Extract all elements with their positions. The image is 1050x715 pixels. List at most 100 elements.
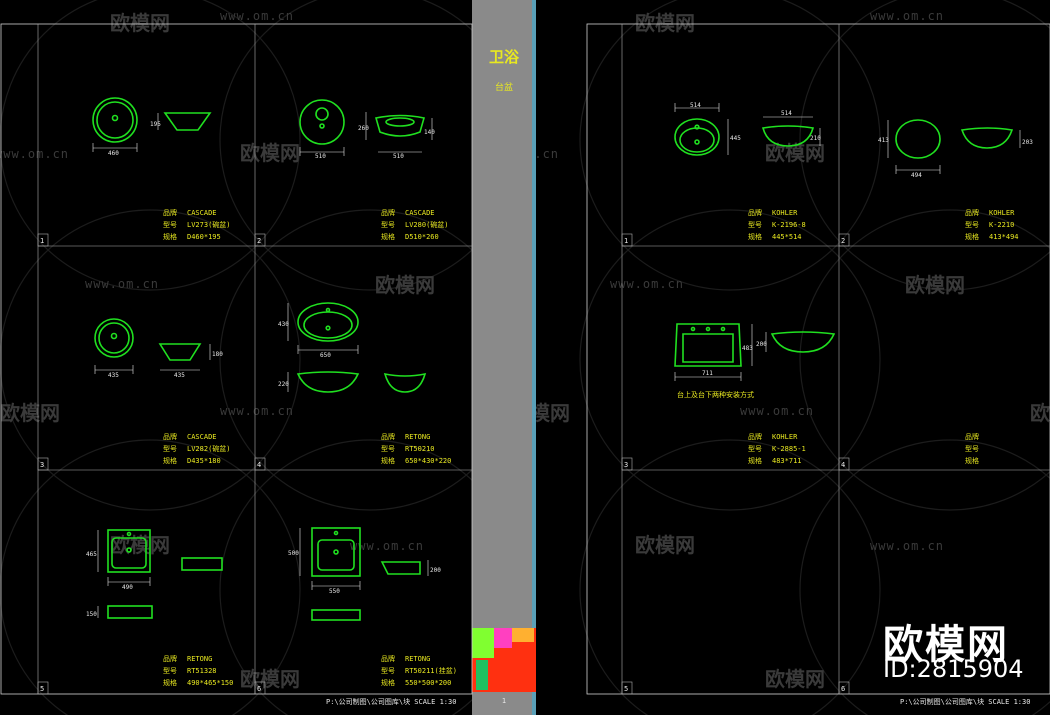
brand-label: 品牌	[163, 432, 177, 441]
install-note: 台上及台下两种安装方式	[677, 390, 754, 399]
cell-number: 5	[40, 685, 44, 693]
model-value: LV282(碗盆)	[187, 444, 231, 453]
brand-label: 品牌	[748, 208, 762, 217]
watermark-url: www.om.cn	[610, 277, 684, 291]
brand-label: 品牌	[965, 208, 979, 217]
watermark-brand: 欧模网	[635, 11, 695, 35]
model-label: 型号	[748, 444, 762, 453]
spec-value: 413*494	[989, 233, 1019, 241]
model-value: RT50210	[405, 445, 435, 453]
watermark-brand: 欧模网	[0, 401, 60, 425]
spec-value: 550*500*200	[405, 679, 451, 687]
brand-label: 品牌	[748, 432, 762, 441]
watermark-brand: 欧模网	[240, 141, 300, 165]
watermark-url: www.om.cn	[85, 277, 159, 291]
brand-value: KOHLER	[989, 209, 1015, 217]
basin-k2210-drawing: 413 494 203	[878, 119, 1033, 179]
model-label: 型号	[381, 666, 395, 675]
dim-label: 140	[424, 129, 435, 136]
spec-value: D460*195	[187, 233, 221, 241]
dim-label: 445	[730, 135, 741, 142]
basin-rt50211-drawing: 500 550 200	[288, 527, 441, 621]
center-page-number: 1	[501, 697, 507, 705]
dim-label: 220	[278, 381, 289, 388]
watermark-url: www.om.cn	[350, 539, 424, 553]
dim-label: 490	[122, 584, 133, 591]
dim-label: 430	[278, 321, 289, 328]
spec-label: 规格	[381, 456, 395, 465]
spec-value: 650*430*220	[405, 457, 451, 465]
model-label: 型号	[965, 220, 979, 229]
left-spec-labels: 品牌 CASCADE 型号 LV273(碗盆) 规格 D460*195 品牌 C…	[163, 208, 457, 687]
model-label: 型号	[163, 444, 177, 453]
cell-number-boxes	[37, 233, 850, 695]
brand-value: CASCADE	[187, 433, 217, 441]
dim-label: 650	[320, 352, 331, 359]
cell-number: 1	[40, 237, 44, 245]
watermark-url: www.om.cn	[870, 539, 944, 553]
spec-value: 490*465*150	[187, 679, 233, 687]
cell-number: 3	[40, 461, 44, 469]
watermark-brand: 欧模网	[1030, 401, 1050, 425]
model-value: RT51328	[187, 667, 217, 675]
cell-number: 3	[624, 461, 628, 469]
cell-number: 5	[624, 685, 628, 693]
watermark-brand: 欧模网	[240, 667, 300, 691]
dim-label: 203	[1022, 139, 1033, 146]
basin-lv273-drawing: 460 195	[92, 97, 212, 157]
spec-label: 规格	[163, 232, 177, 241]
watermark-url: www.om.cn	[0, 147, 69, 161]
spec-label: 规格	[748, 456, 762, 465]
spec-label: 规格	[965, 232, 979, 241]
brand-label: 品牌	[965, 432, 979, 441]
dim-label: 460	[108, 150, 119, 157]
brand-label: 品牌	[381, 654, 395, 663]
cell-number: 4	[257, 461, 261, 469]
model-value: K-2885-1	[772, 445, 806, 453]
dim-label: 260	[358, 125, 369, 132]
right-sheet-frame	[586, 23, 1050, 695]
model-label: 型号	[748, 220, 762, 229]
watermark-url: www.om.cn	[740, 404, 814, 418]
center-panel-edge	[532, 0, 536, 715]
center-thumbnail	[472, 628, 536, 692]
model-value: RT50211(挂盆)	[405, 666, 457, 675]
left-footer-path: P:\公司制图\公司图库\块 SCALE 1:30	[326, 698, 457, 706]
cell-number: 6	[841, 685, 845, 693]
basin-rt50210-drawing: 430 650 220	[278, 302, 427, 393]
watermark-brand: 欧模网	[905, 273, 965, 297]
dim-label: 150	[86, 611, 97, 618]
dim-label: 195	[150, 121, 161, 128]
dim-label: 483	[742, 345, 753, 352]
dim-label: 210	[810, 135, 821, 142]
model-value: LV280(碗盆)	[405, 220, 449, 229]
spec-value: 445*514	[772, 233, 802, 241]
model-label: 型号	[381, 220, 395, 229]
basin-lv280-drawing: 510 260 510 140	[299, 99, 435, 160]
cell-number: 2	[257, 237, 261, 245]
spec-label: 规格	[381, 232, 395, 241]
brand-label: 品牌	[163, 208, 177, 217]
basin-lv282-drawing: 435 435 180	[94, 318, 223, 379]
watermark-brand: 欧模网	[375, 273, 435, 297]
dim-label: 435	[174, 372, 185, 379]
model-label: 型号	[965, 444, 979, 453]
basin-rt51328-drawing: 465 490 150	[86, 529, 223, 619]
model-value: K-2210	[989, 221, 1014, 229]
brand-label: 品牌	[381, 208, 395, 217]
corner-brand-logo: 欧模网	[883, 622, 1009, 668]
spec-label: 规格	[163, 456, 177, 465]
spec-value: D510*260	[405, 233, 439, 241]
dim-label: 494	[911, 172, 922, 179]
dim-label: 435	[108, 372, 119, 379]
watermark-url: www.om.cn	[220, 404, 294, 418]
spec-value: D435*180	[187, 457, 221, 465]
model-label: 型号	[381, 444, 395, 453]
dim-label: 500	[288, 550, 299, 557]
watermark-url: www.om.cn	[220, 9, 294, 23]
basin-k2196-drawing: 514 445 514 210	[674, 102, 821, 156]
cell-number: 4	[841, 461, 845, 469]
corner-brand-id: ID:2815904	[883, 655, 1024, 683]
dim-label: 200	[430, 567, 441, 574]
